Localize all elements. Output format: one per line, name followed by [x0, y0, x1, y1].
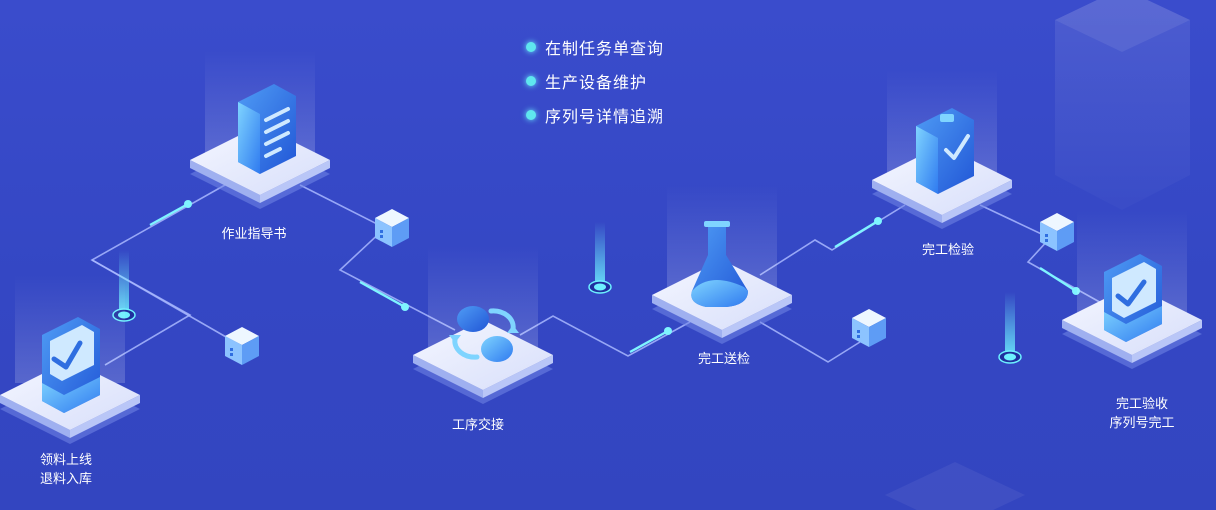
station-label-handover[interactable]: 工序交接 — [452, 416, 504, 435]
feature-legend: 在制任务单查询 生产设备维护 序列号详情追溯 — [526, 30, 664, 132]
cube-icon — [225, 327, 259, 365]
bullet-dot-icon — [526, 110, 536, 120]
legend-item[interactable]: 在制任务单查询 — [526, 30, 664, 64]
station-label-line: 完工送检 — [697, 352, 751, 367]
clipboard-check-icon — [916, 108, 974, 194]
legend-item[interactable]: 生产设备维护 — [526, 64, 664, 98]
station-label-send-inspect[interactable]: 完工送检 — [698, 350, 750, 369]
legend-item-label: 在制任务单查询 — [545, 39, 665, 58]
station-label-accept[interactable]: 完工验收 序列号完工 — [1109, 395, 1174, 433]
station-guide — [190, 50, 330, 209]
station-material — [0, 275, 140, 444]
station-label-guide[interactable]: 作业指导书 — [221, 225, 286, 244]
cube-icon — [375, 209, 409, 247]
station-label-line: 作业指导书 — [221, 227, 287, 242]
bullet-dot-icon — [526, 76, 536, 86]
station-label-line: 领料上线 — [39, 453, 93, 468]
cube-icon — [1040, 213, 1074, 251]
station-label-line: 完工检验 — [921, 243, 975, 258]
station-handover — [413, 245, 553, 404]
flow-highlights — [149, 202, 1077, 354]
legend-item-label: 生产设备维护 — [545, 73, 648, 92]
station-label-inspect[interactable]: 完工检验 — [922, 241, 974, 260]
station-label-line: 退料入库 — [39, 472, 93, 487]
bullet-dot-icon — [526, 42, 536, 52]
station-label-line: 完工验收 — [1115, 397, 1169, 412]
station-inspect — [872, 70, 1012, 229]
station-accept — [1062, 210, 1202, 369]
cube-icon — [852, 309, 886, 347]
station-label-line: 工序交接 — [451, 418, 505, 433]
tray-check-icon — [1104, 254, 1162, 342]
station-send-inspect — [652, 185, 792, 344]
legend-item[interactable]: 序列号详情追溯 — [526, 98, 664, 132]
background-decoration — [885, 0, 1190, 510]
tray-download-icon — [42, 317, 100, 413]
legend-item-label: 序列号详情追溯 — [545, 107, 665, 126]
flask-icon — [691, 221, 748, 307]
exchange-cycle-icon — [449, 306, 519, 362]
data-cubes — [225, 209, 1074, 365]
document-list-icon — [238, 84, 296, 174]
station-label-material[interactable]: 领料上线 退料入库 — [40, 451, 92, 489]
station-label-line: 序列号完工 — [1109, 416, 1175, 431]
